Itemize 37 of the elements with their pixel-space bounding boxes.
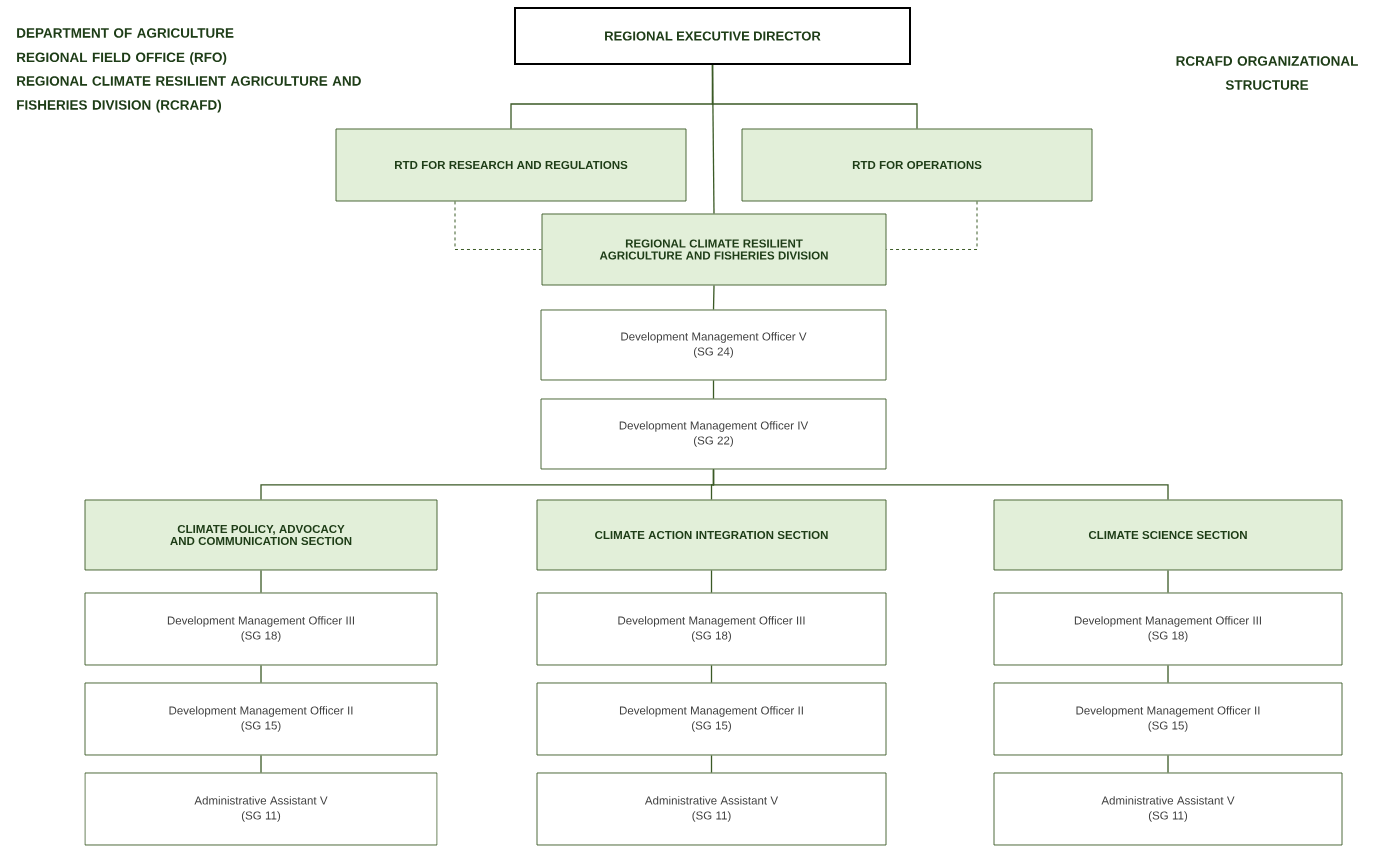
- connector-line: [885, 200, 978, 250]
- connector-line: [454, 200, 543, 250]
- connector-line: [1167, 754, 1169, 774]
- connector-line: [711, 64, 715, 215]
- connector-line: [712, 284, 715, 311]
- connector-line: [712, 468, 1169, 501]
- unit-box: RTD FOR OPERATIONS: [741, 128, 1093, 202]
- unit-box: CLIMATE ACTION INTEGRATION SECTION: [536, 499, 887, 571]
- position-box: Development Management Officer III (SG 18): [536, 592, 887, 666]
- position-box: Development Management Officer III (SG 18): [993, 592, 1343, 666]
- unit-box: CLIMATE SCIENCE SECTION: [993, 499, 1343, 571]
- position-box: Administrative Assistant V (SG 11): [536, 772, 887, 846]
- position-box: Administrative Assistant V (SG 11): [993, 772, 1343, 846]
- connector-line: [1167, 569, 1169, 594]
- connector-line: [712, 379, 715, 400]
- connector-line: [710, 664, 713, 684]
- unit-box: REGIONAL CLIMATE RESILIENT AGRICULTURE AND FISHERIES DIVISION: [541, 213, 887, 286]
- connector-line: [710, 569, 713, 594]
- connector-line: [1167, 664, 1169, 684]
- position-box: Development Management Officer IV (SG 22): [540, 398, 887, 470]
- heading-text: REGIONAL FIELD OFFICE (RFO): [17, 52, 227, 65]
- unit-box: CLIMATE POLICY, ADVOCACY AND COMMUNICATION SECTION: [84, 499, 438, 571]
- title: RCRAFD ORGANIZATIONAL STRUCTURE: [1176, 56, 1358, 90]
- org-box: REGIONAL EXECUTIVE DIRECTOR: [514, 7, 911, 65]
- position-box: Administrative Assistant V (SG 11): [84, 772, 438, 846]
- heading-text: DEPARTMENT OF AGRICULTURE: [17, 28, 234, 38]
- connector-line: [260, 569, 262, 594]
- connector-line: [260, 754, 262, 774]
- position-box: Development Management Officer V (SG 24): [540, 309, 887, 381]
- unit-box: RTD FOR RESEARCH AND REGULATIONS: [335, 128, 687, 202]
- heading-text: REGIONAL CLIMATE RESILIENT AGRICULTURE AND FISHERIES DIVISION (RCRAFD): [17, 76, 361, 113]
- position-box: Development Management Officer II (SG 15): [993, 682, 1343, 756]
- position-box: Development Management Officer III (SG 18): [84, 592, 438, 666]
- connector-line: [710, 754, 713, 774]
- position-box: Development Management Officer II (SG 15): [84, 682, 438, 756]
- position-box: Development Management Officer II (SG 15): [536, 682, 887, 756]
- connector-line: [260, 664, 262, 684]
